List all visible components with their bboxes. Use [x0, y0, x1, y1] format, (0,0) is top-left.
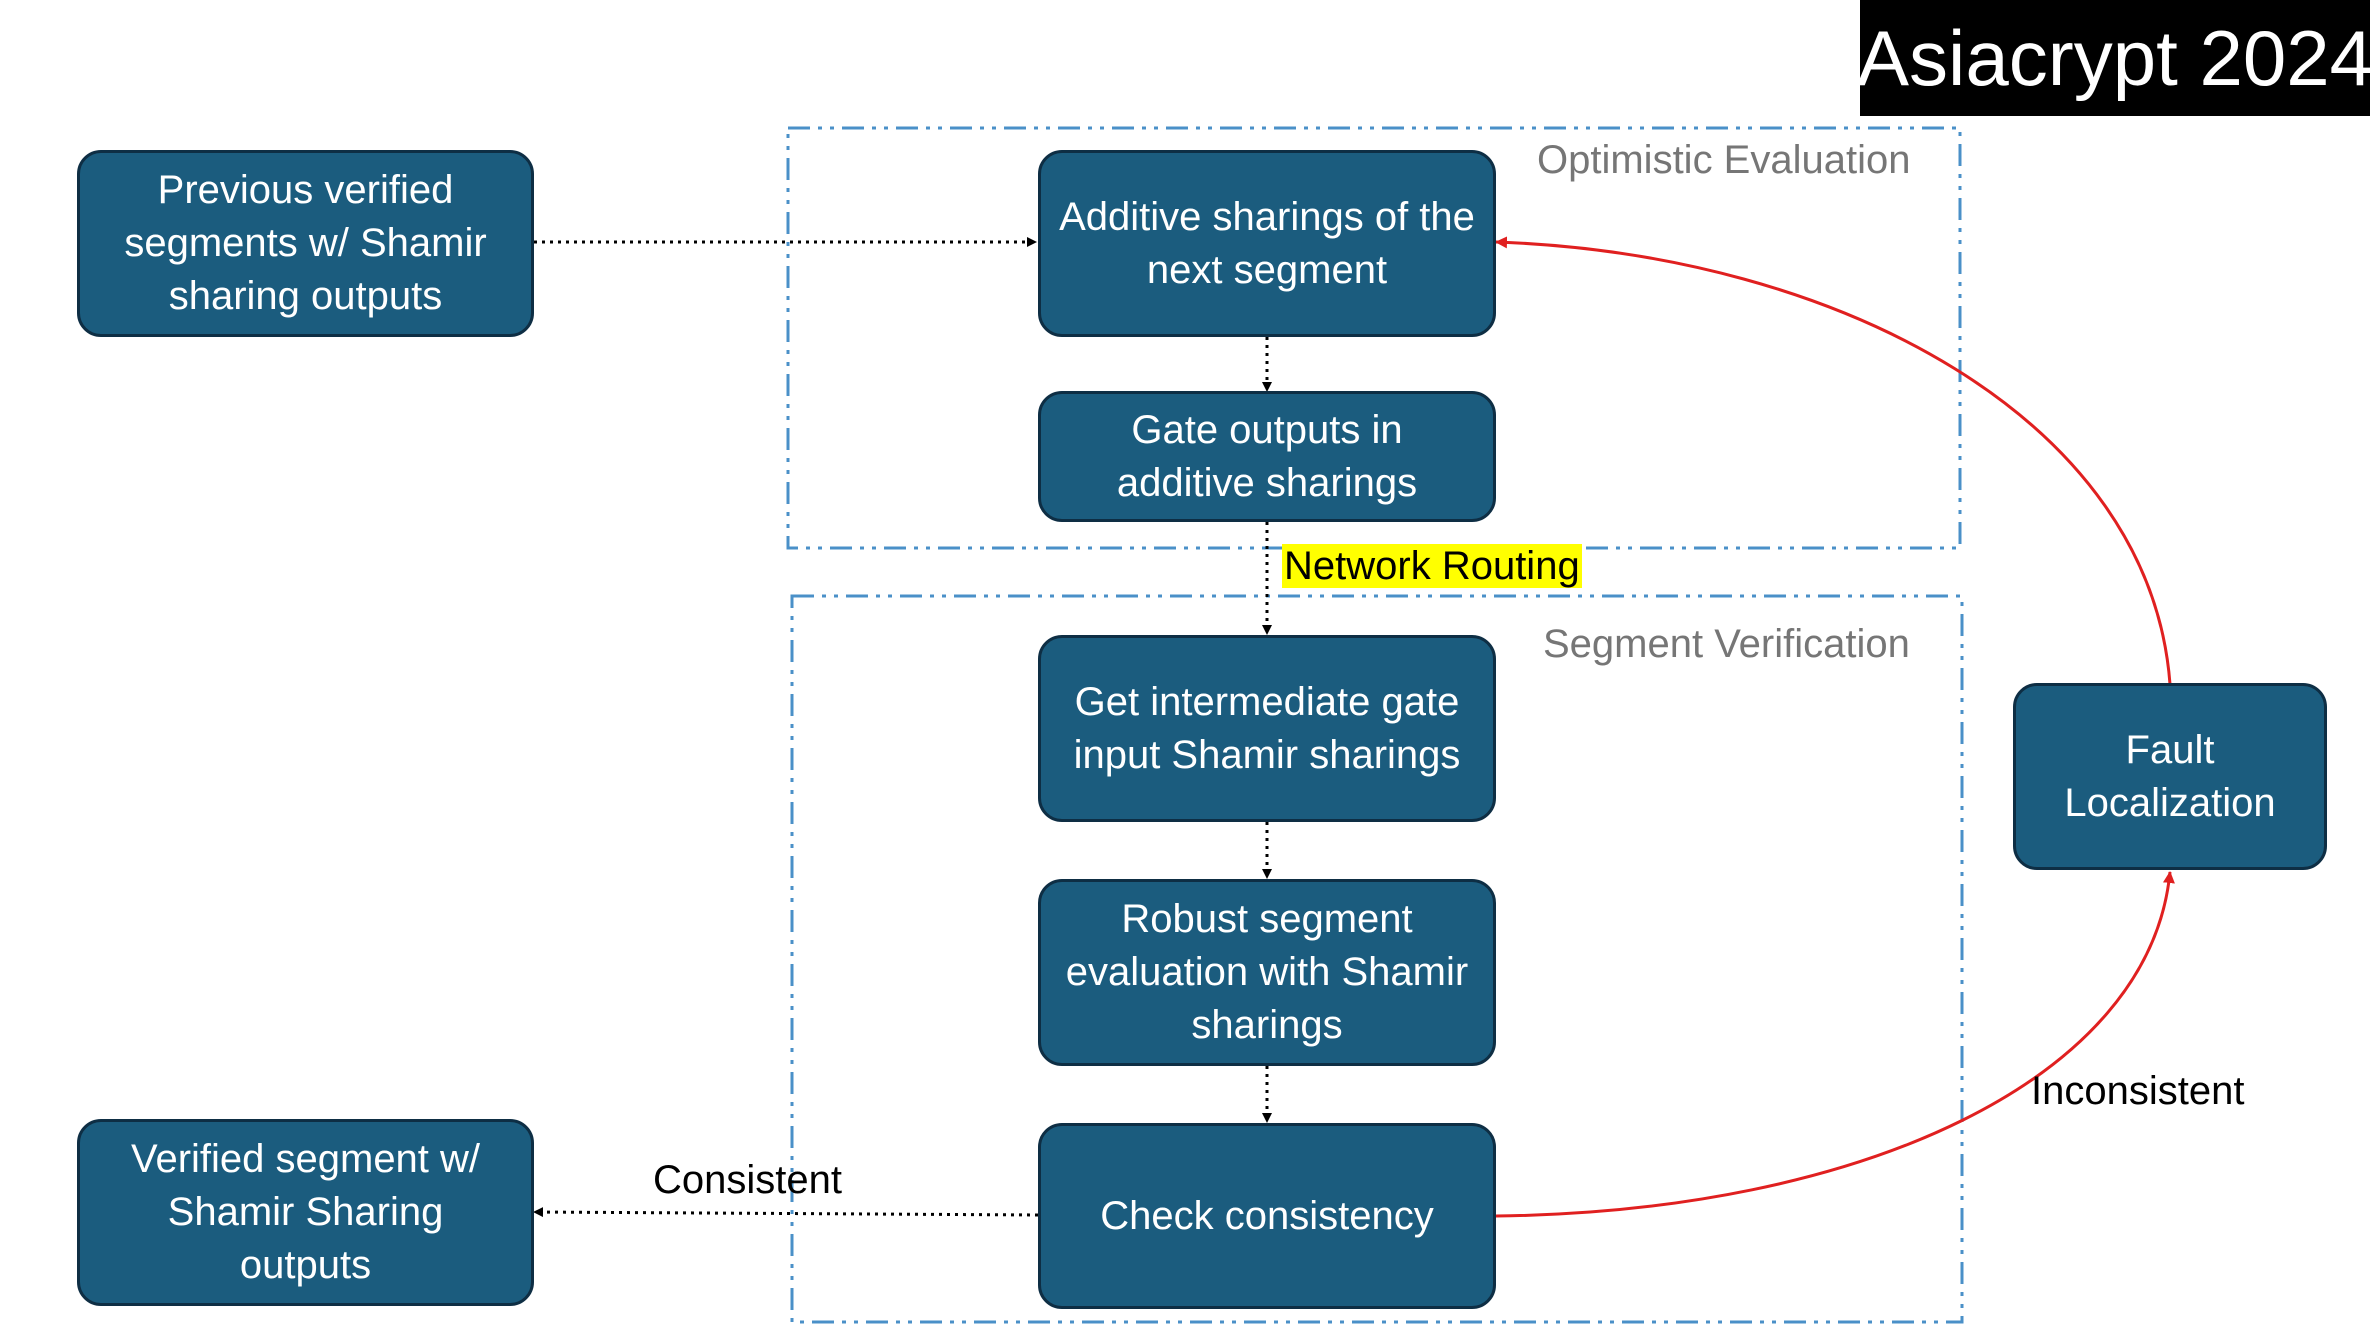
edge-fault-to-additive	[1495, 236, 2172, 685]
optimistic-evaluation-title: Optimistic Evaluation	[1537, 138, 1911, 182]
edge-check-to-fault	[1495, 871, 2175, 1218]
node-robust-segment-evaluation: Robust segment evaluation with Shamir sh…	[1038, 879, 1496, 1066]
node-verified-segment: Verified segment w/ Shamir Sharing outpu…	[77, 1119, 534, 1306]
node-previous-verified-segments: Previous verified segments w/ Shamir sha…	[77, 150, 534, 337]
group-box-segment-verification	[790, 594, 1964, 1324]
network-routing-label: Network Routing	[1282, 544, 1582, 589]
edge-check-to-verified	[533, 1207, 1039, 1218]
node-gate-outputs: Gate outputs in additive sharings	[1038, 391, 1496, 522]
inconsistent-label: Inconsistent	[2031, 1069, 2245, 1113]
consistent-label: Consistent	[653, 1158, 842, 1202]
conference-badge: Asiacrypt 2024	[1857, 0, 2370, 116]
segment-verification-title: Segment Verification	[1543, 622, 1910, 666]
node-get-intermediate-sharings: Get intermediate gate input Shamir shari…	[1038, 635, 1496, 822]
node-check-consistency: Check consistency	[1038, 1123, 1496, 1309]
node-additive-sharings: Additive sharings of the next segment	[1038, 150, 1496, 337]
network-routing-highlight: Network Routing	[1282, 544, 1582, 588]
node-fault-localization: Fault Localization	[2013, 683, 2327, 870]
